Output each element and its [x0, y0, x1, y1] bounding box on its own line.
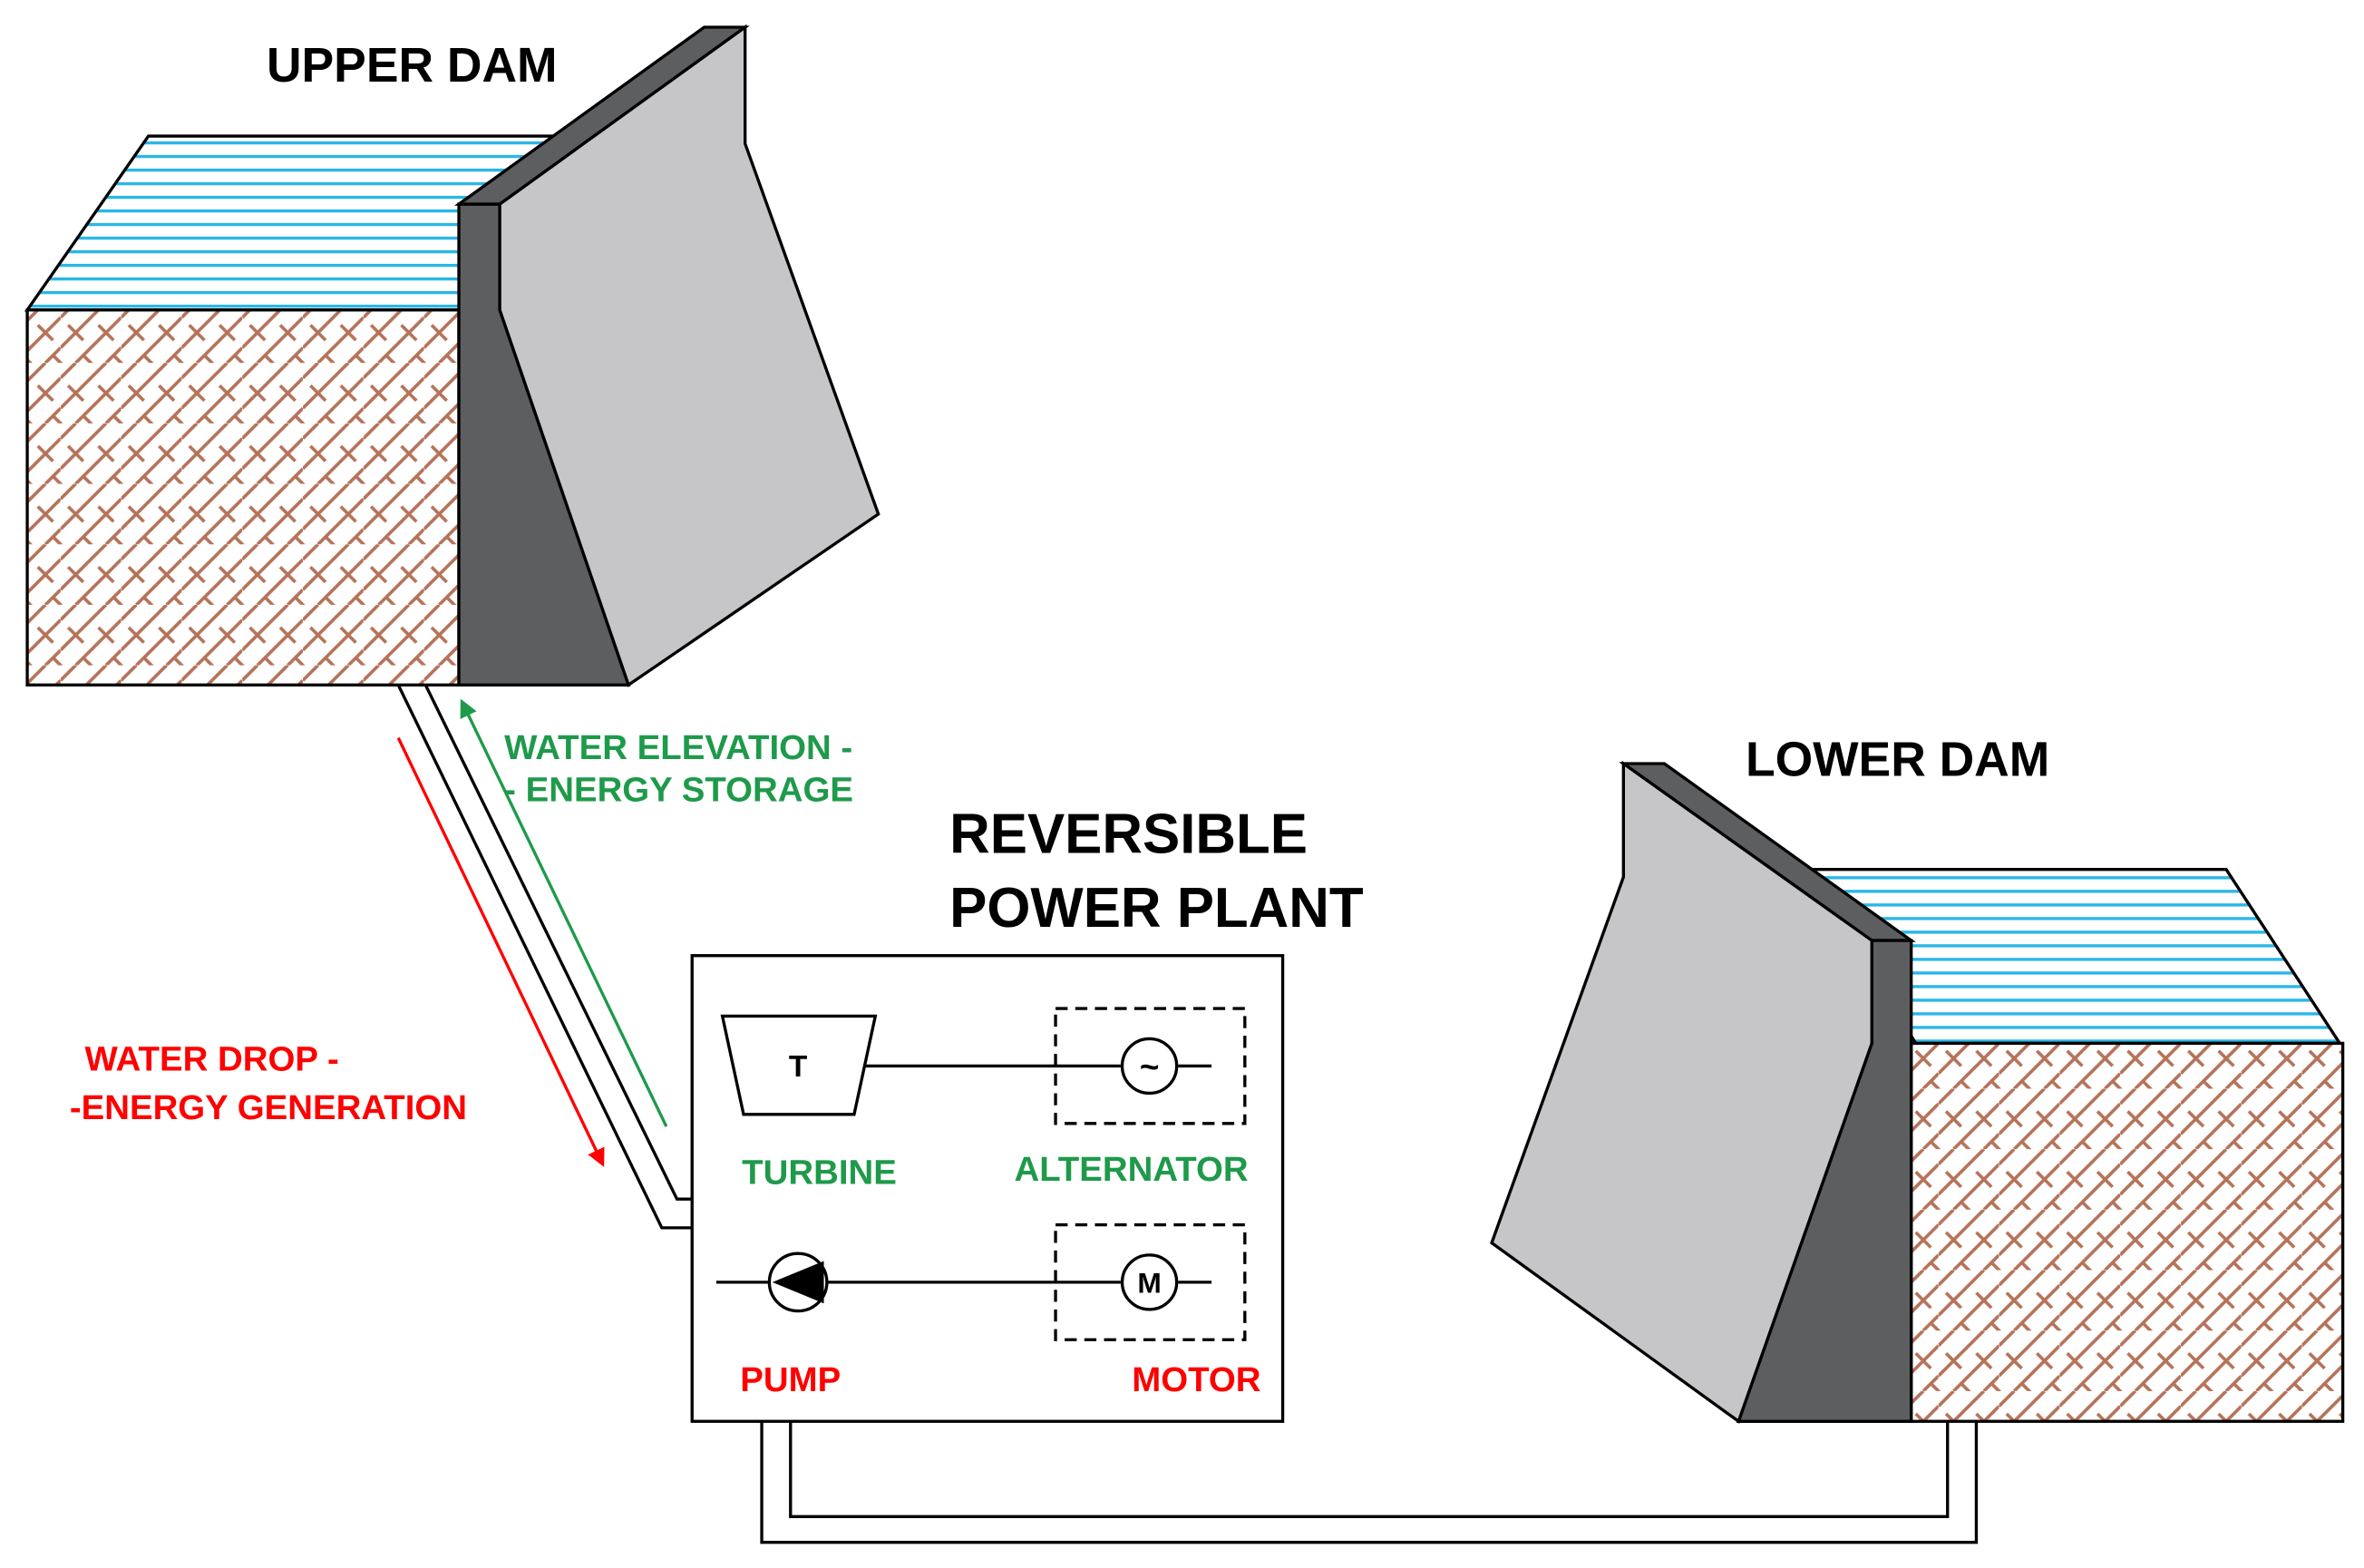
lower-reservoir-soil [1909, 1041, 2345, 1423]
lower-dam [1490, 760, 2345, 1424]
motor-label: MOTOR [1132, 1360, 1260, 1399]
pump-label: PUMP [740, 1360, 841, 1399]
generation-label-line1: WATER DROP - [85, 1039, 339, 1078]
storage-label-line1: WATER ELEVATION - [504, 728, 852, 767]
upper-dam-title: UPPER DAM [267, 39, 558, 93]
generation-label-line2: -ENERGY GENERATION [70, 1088, 467, 1127]
power-plant: T ~ M TURBINE ALTERNATOR PUMP MOTOR [690, 954, 1285, 1423]
turbine-label: TURBINE [742, 1154, 897, 1193]
storage-label-line2: - ENERGY STORAGE [504, 771, 853, 810]
alternator-label: ALTERNATOR [1014, 1150, 1248, 1189]
lower-dam-title: LOWER DAM [1746, 733, 2049, 786]
pump-arrow-icon [772, 1261, 824, 1304]
motor-icon [1120, 1253, 1179, 1311]
penstock-upper [396, 684, 694, 1230]
alternator-symbol: ~ [1140, 1048, 1159, 1086]
turbine-symbol: T [789, 1050, 808, 1084]
upper-dam-face [498, 24, 880, 687]
alternator-icon [1120, 1037, 1179, 1096]
tailrace-pipe [760, 1421, 1979, 1544]
generation-arrow [396, 736, 605, 1167]
storage-arrow [460, 698, 668, 1127]
upper-reservoir-soil [25, 308, 461, 687]
turbine-icon [720, 1014, 878, 1116]
motor-symbol: M [1137, 1267, 1161, 1300]
plant-title-line2: POWER PLANT [949, 877, 1364, 940]
lower-dam-face [1490, 760, 1873, 1424]
plant-title-line1: REVERSIBLE [949, 803, 1308, 865]
motor-box [1054, 1222, 1247, 1341]
upper-dam [24, 24, 880, 687]
alternator-box [1054, 1007, 1247, 1125]
